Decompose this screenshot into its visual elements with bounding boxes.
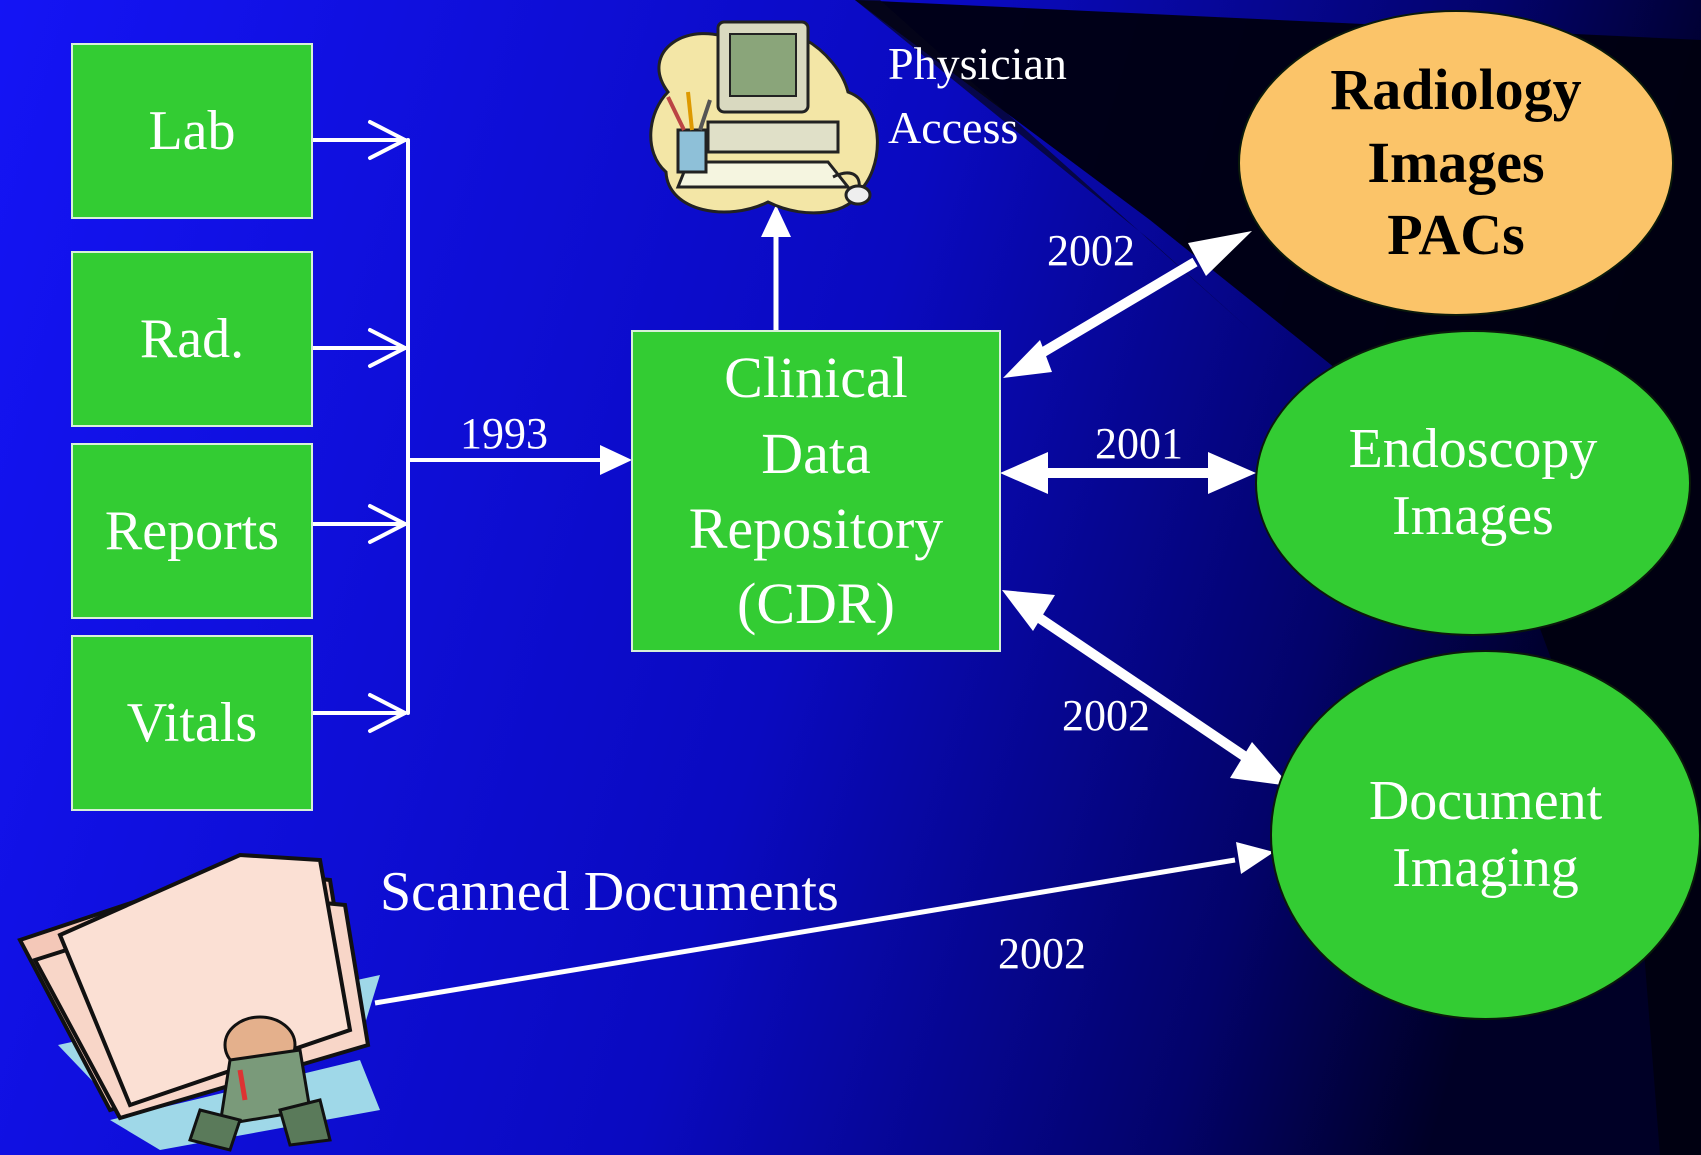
endoscopy-line-2: Images (1392, 485, 1554, 547)
cdr-line-2: Data (761, 420, 871, 486)
paper-folder-icon (17, 852, 380, 1152)
reports-box: Reports (71, 443, 313, 619)
rad-box: Rad. (71, 251, 313, 427)
year-cdr-radiology: 2002 (1047, 226, 1135, 275)
cdr-line-4: (CDR) (737, 571, 895, 637)
year-cdr-document: 2002 (1062, 691, 1150, 740)
rad-label: Rad. (139, 307, 245, 370)
cdr-endoscopy-arrow (1000, 452, 1256, 494)
endoscopy-line-1: Endoscopy (1348, 417, 1598, 480)
cdr-line-1: Clinical (724, 345, 908, 411)
vitals-label: Vitals (126, 691, 258, 754)
document-imaging-node: Document Imaging (1270, 650, 1701, 1020)
year-sources-to-cdr: 1993 (460, 409, 548, 458)
endoscopy-node: Endoscopy Images (1255, 330, 1691, 636)
reports-label: Reports (104, 499, 280, 562)
radiology-line-3: PACs (1387, 202, 1525, 268)
physician-access-label: Physician Access (888, 38, 1067, 153)
cdr-box: Clinical Data Repository (CDR) (631, 330, 1001, 652)
vitals-box: Vitals (71, 635, 313, 811)
radiology-line-1: Radiology (1330, 57, 1582, 123)
scanned-to-document-arrow (374, 842, 1274, 1006)
scanned-documents-label: Scanned Documents (380, 861, 839, 923)
lab-label: Lab (148, 99, 236, 162)
radiology-line-2: Images (1367, 129, 1545, 195)
cdr-radiology-arrow (1003, 231, 1252, 378)
year-cdr-endoscopy: 2001 (1095, 419, 1183, 468)
year-scanned-to-document: 2002 (998, 929, 1086, 978)
document-line-2: Imaging (1392, 837, 1579, 899)
computer-icon (649, 20, 879, 215)
document-line-1: Document (1368, 769, 1603, 832)
lab-box: Lab (71, 43, 313, 219)
cdr-document-arrow (1002, 590, 1290, 786)
radiology-node: Radiology Images PACs (1238, 10, 1674, 316)
cdr-line-3: Repository (688, 496, 944, 561)
